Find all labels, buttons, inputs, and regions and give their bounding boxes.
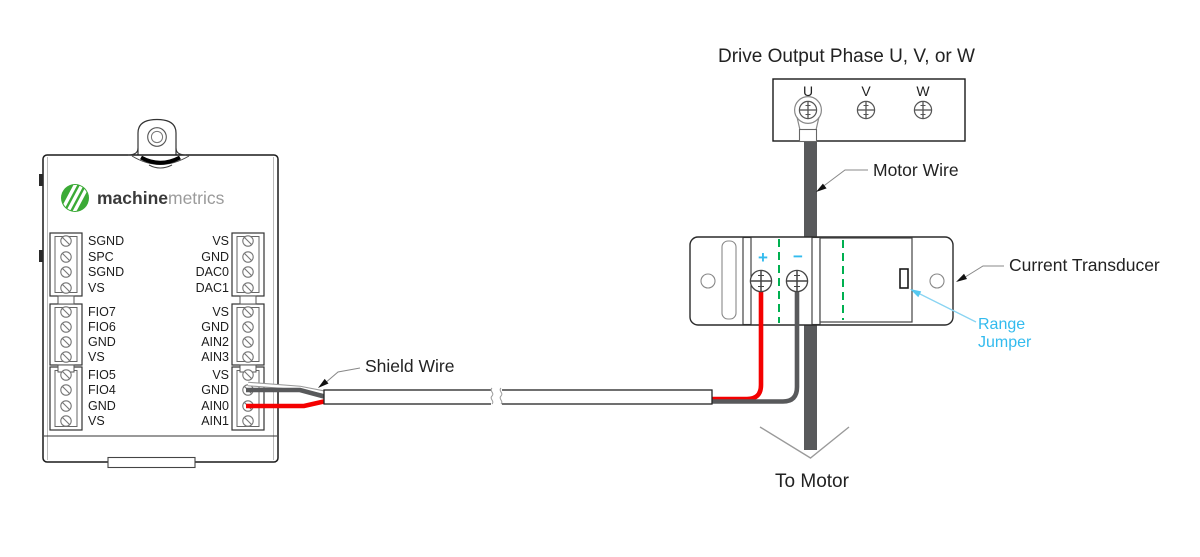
brand-name-light: metrics <box>168 188 225 208</box>
leader-arrowhead <box>318 378 329 388</box>
brand-name-bold: machine <box>97 188 168 208</box>
port-label: VS <box>88 281 105 295</box>
port-label: VS <box>212 234 229 248</box>
current-transducer-label: Current Transducer <box>1009 255 1160 275</box>
port-label: AIN1 <box>201 414 229 428</box>
screw-w <box>913 100 933 120</box>
red-wire-right <box>712 282 764 402</box>
port-label: GND <box>201 383 229 397</box>
gray-wire-right <box>712 282 800 404</box>
drive-output-title: Drive Output Phase U, V, or W <box>718 46 975 67</box>
plus-terminal-screw <box>749 269 773 293</box>
port-label: GND <box>88 335 116 349</box>
port-labels: SGND SPC SGND VS FIO7 FIO6 GND VS FIO5 F… <box>88 234 229 428</box>
machinemetrics-logo: machinemetrics <box>60 180 225 216</box>
port-label: VS <box>212 305 229 319</box>
minus-terminal-symbol: − <box>793 247 803 266</box>
annotation-motor-wire: Motor Wire <box>816 160 959 192</box>
minus-terminal-screw <box>785 269 809 293</box>
daq-device: machinemetrics <box>39 118 279 469</box>
port-label: GND <box>88 399 116 413</box>
port-label: SPC <box>88 250 114 264</box>
port-label: AIN0 <box>201 399 229 413</box>
screw-v <box>856 100 876 120</box>
port-label: AIN3 <box>201 350 229 364</box>
current-transducer: + − <box>689 236 954 326</box>
port-label: FIO6 <box>88 320 116 334</box>
cable-break-mark <box>499 387 503 405</box>
signal-wires-left <box>246 381 327 409</box>
mount-hole <box>147 127 167 147</box>
cable-break-mark <box>490 387 494 405</box>
leader-arrowhead <box>956 273 967 282</box>
port-label: FIO5 <box>88 368 116 382</box>
svg-text:machinemetrics: machinemetrics <box>97 188 225 208</box>
phase-u-label: U <box>803 83 813 99</box>
drive-terminal-block: U V W <box>772 78 966 143</box>
phase-v-label: V <box>861 83 871 99</box>
range-jumper-label-line1: Range <box>978 316 1025 333</box>
port-label: VS <box>88 414 105 428</box>
plus-terminal-symbol: + <box>758 248 768 267</box>
shield-wire-label: Shield Wire <box>365 356 454 376</box>
port-label: GND <box>201 250 229 264</box>
range-jumper <box>899 268 909 289</box>
port-label: SGND <box>88 234 124 248</box>
to-motor-arrow <box>759 426 850 459</box>
annotation-shield-wire: Shield Wire <box>318 356 454 388</box>
device-foot <box>107 456 196 469</box>
shielded-cable <box>323 387 713 407</box>
port-label: DAC0 <box>196 265 229 279</box>
motor-wire-label: Motor Wire <box>873 160 959 180</box>
port-label: VS <box>88 350 105 364</box>
port-label: GND <box>201 320 229 334</box>
signal-wires-right <box>712 282 800 404</box>
to-motor-label: To Motor <box>775 471 850 492</box>
gray-wire-left <box>246 387 327 400</box>
port-label: FIO4 <box>88 383 116 397</box>
leader-arrowhead-cyan <box>910 289 922 298</box>
red-wire-left <box>246 398 327 409</box>
port-label: VS <box>212 368 229 382</box>
port-label: AIN2 <box>201 335 229 349</box>
port-label: SGND <box>88 265 124 279</box>
leader-arrowhead <box>816 183 827 192</box>
range-jumper-label-line2: Jumper <box>978 334 1032 351</box>
port-label: DAC1 <box>196 281 229 295</box>
mount-hole-left <box>700 273 716 289</box>
screw-u <box>798 100 818 120</box>
phase-w-label: W <box>916 83 930 99</box>
annotation-range-jumper: Range Jumper <box>910 289 1032 351</box>
port-label: FIO7 <box>88 305 116 319</box>
mount-hole-right <box>929 273 945 289</box>
annotation-current-transducer: Current Transducer <box>956 255 1160 282</box>
